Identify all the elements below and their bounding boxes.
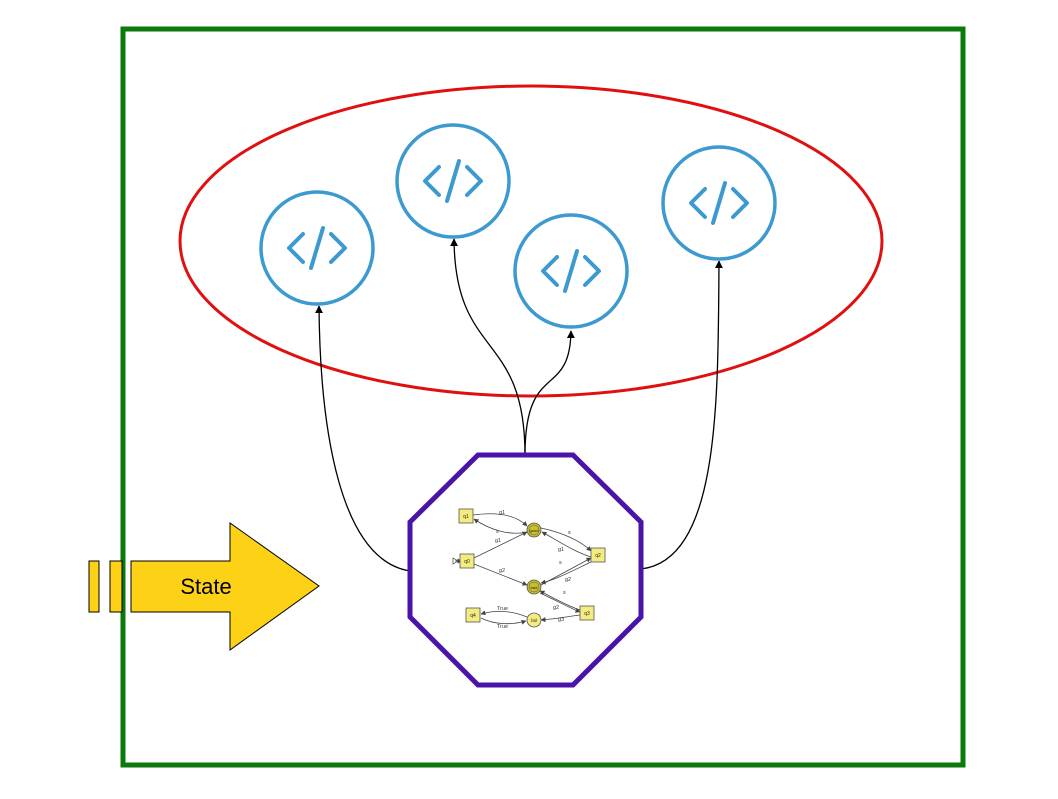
code-icon	[395, 123, 511, 239]
state-label: q3	[584, 611, 590, 617]
edge-label: g1	[499, 510, 505, 516]
automaton-octagon	[407, 452, 644, 688]
service-group-ellipse	[178, 84, 884, 398]
edge-label: g1	[495, 538, 501, 544]
state-label: fail	[531, 618, 537, 623]
edge-label: s	[496, 529, 499, 535]
state-q0	[459, 553, 475, 569]
state-q3	[579, 605, 595, 621]
state-fail	[526, 612, 542, 628]
edge-label: g1	[558, 547, 564, 553]
state-label: q1	[463, 514, 469, 520]
state-label: good	[530, 528, 539, 533]
code-icon	[259, 190, 375, 306]
edge-label: True	[497, 624, 508, 630]
state-label: bad	[531, 585, 538, 590]
state-arrow-body	[130, 522, 320, 651]
state-label: q2	[595, 553, 601, 559]
edge-label: g2	[553, 605, 559, 611]
state-arrow: State	[88, 522, 320, 651]
outer-frame	[120, 26, 966, 768]
initial-state-marker	[452, 557, 459, 565]
state-good-inner	[528, 524, 540, 536]
edge-label: g2	[565, 577, 571, 583]
code-icon	[513, 213, 629, 329]
connector-to-code-2	[450, 238, 526, 456]
state-bad-inner	[528, 581, 540, 593]
edge-label: s	[563, 590, 566, 596]
state-arrow-tail-bar-1	[88, 560, 100, 613]
connector-to-code-1	[315, 305, 411, 572]
state-label: q0	[464, 559, 470, 565]
automaton-diagram: g1 g1 g1 g2 g2 g2 g3 s s s s True True q…	[452, 508, 606, 630]
edge-label: g2	[499, 568, 505, 574]
edge-label: s	[568, 530, 571, 536]
connector-to-code-4	[640, 260, 723, 570]
edge-label: g3	[558, 617, 564, 623]
state-q1	[458, 508, 474, 524]
edge-label: s	[559, 560, 562, 566]
edge-label: True	[497, 606, 508, 612]
code-icon	[661, 145, 777, 261]
state-label: q4	[470, 613, 476, 619]
state-q2	[590, 547, 606, 563]
state-arrow-label: State	[180, 574, 231, 599]
connector-to-code-3	[524, 330, 575, 456]
state-q4	[465, 607, 481, 623]
state-arrow-tail-bar-2	[109, 560, 123, 613]
